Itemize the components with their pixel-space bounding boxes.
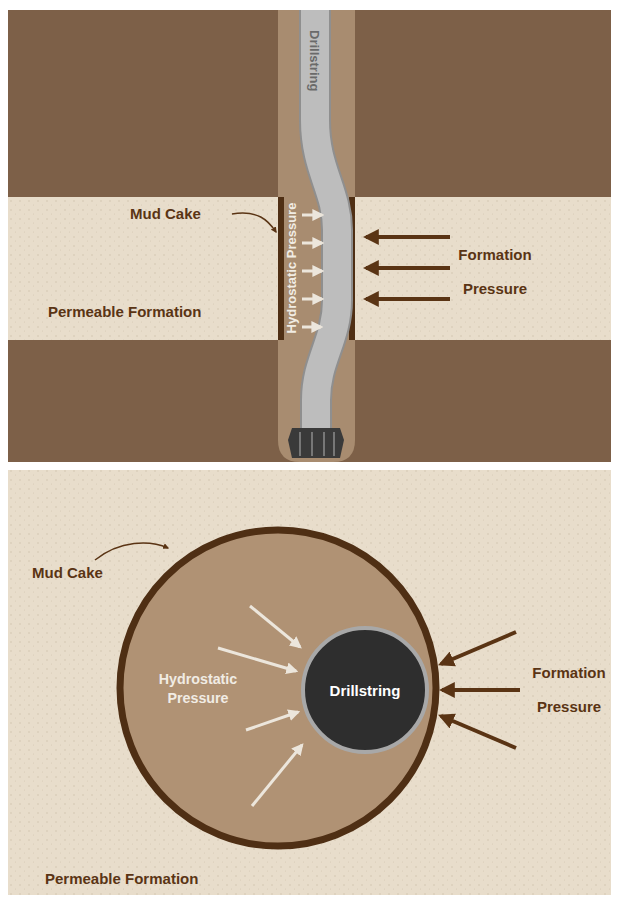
node-text: Drillstring (305, 30, 323, 91)
drillstring-section (303, 628, 427, 752)
formation-arrows (441, 632, 520, 748)
wellbore-section: Hydrostatic Pressure Drillstring (120, 530, 436, 846)
mud-cake (278, 197, 284, 340)
node-text: Hydrostatic Pressure (156, 670, 240, 708)
label-text: Permeable Formation (48, 303, 248, 320)
drill-bit (288, 428, 344, 458)
permeable-layer (8, 470, 611, 895)
hydrostatic-arrows (302, 215, 322, 327)
drillstring: Drillstring (307, 632, 423, 748)
leader-line (95, 543, 168, 560)
leader-line (232, 213, 276, 232)
label-text: Mud Cake (32, 564, 142, 581)
node-text: Drillstring (330, 682, 401, 699)
label-text: Hydrostatic Pressure (283, 188, 301, 348)
formation-arrows (366, 237, 450, 299)
wellbore (278, 10, 355, 462)
label-text: Mud Cake (130, 205, 240, 222)
hydrostatic-arrows (218, 606, 302, 806)
shale-layer (8, 10, 611, 462)
label-text: Permeable Formation (45, 870, 245, 887)
label-text: Formation Pressure (527, 656, 611, 724)
label-text: Formation Pressure (452, 238, 538, 306)
wellbore-section (120, 530, 436, 846)
drillstring: Drillstring (306, 30, 324, 120)
